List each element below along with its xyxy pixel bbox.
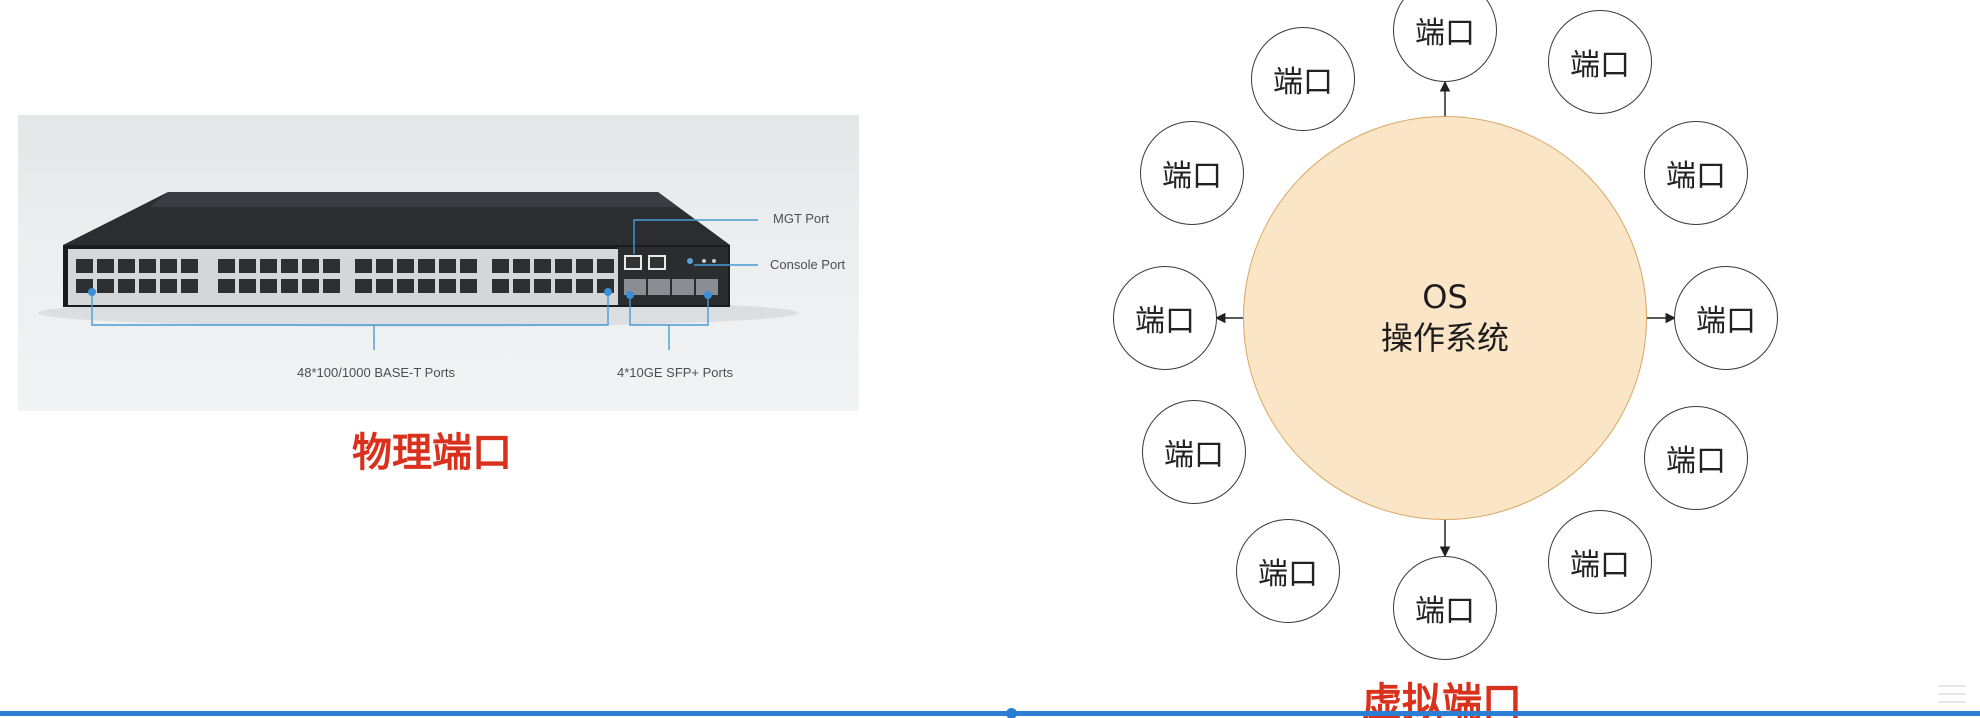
- port-node-lower-left: 端口: [1142, 400, 1246, 504]
- progress-bar[interactable]: [0, 711, 1980, 716]
- port-node-top: 端口: [1393, 0, 1497, 82]
- rj45-port: [576, 259, 593, 273]
- rj45-port: [76, 259, 93, 273]
- rj45-port: [302, 279, 319, 293]
- port-node-lower-right: 端口: [1644, 406, 1748, 510]
- progress-handle[interactable]: [1006, 708, 1017, 718]
- mgt-port-label: MGT Port: [773, 211, 830, 226]
- rj45-port: [160, 279, 177, 293]
- rj45-port: [534, 279, 551, 293]
- rj45-port: [397, 259, 414, 273]
- menu-icon[interactable]: [1934, 680, 1970, 710]
- rj45-port: [597, 259, 614, 273]
- rj45-port: [492, 259, 509, 273]
- rj45-port: [418, 259, 435, 273]
- rj45-port: [239, 279, 256, 293]
- rj45-port: [239, 259, 256, 273]
- rj45-port: [439, 279, 456, 293]
- port-node-top-left: 端口: [1251, 27, 1355, 131]
- rj45-port: [139, 259, 156, 273]
- port-node-bottom: 端口: [1393, 556, 1497, 660]
- rj45-port: [397, 279, 414, 293]
- sfp-ports-label: 4*10GE SFP+ Ports: [617, 365, 733, 380]
- port-node-left: 端口: [1113, 266, 1217, 370]
- rj45-port: [160, 259, 177, 273]
- rj45-port: [513, 279, 530, 293]
- rj45-port: [181, 259, 198, 273]
- rj45-port: [355, 259, 372, 273]
- rj45-port: [418, 279, 435, 293]
- port-node-top-right: 端口: [1548, 10, 1652, 114]
- rj45-port: [576, 279, 593, 293]
- rj45-port: [302, 259, 319, 273]
- rj45-port: [323, 279, 340, 293]
- port-node-right: 端口: [1674, 266, 1778, 370]
- rj45-port: [260, 279, 277, 293]
- rj45-port: [218, 279, 235, 293]
- rj45-port: [439, 259, 456, 273]
- rj45-port: [376, 259, 393, 273]
- rj45-port: [118, 259, 135, 273]
- port-node-upper-right: 端口: [1644, 121, 1748, 225]
- rj45-port: [118, 279, 135, 293]
- switch-photo: MGT Port Console Port 48*100/1000 BASE-T…: [18, 115, 859, 411]
- os-subtitle: 操作系统: [1380, 319, 1509, 357]
- rj45-port: [281, 259, 298, 273]
- rj45-port: [555, 259, 572, 273]
- rj45-port: [139, 279, 156, 293]
- rj45-port: [460, 259, 477, 273]
- rj45-port: [97, 259, 114, 273]
- rj45-port: [97, 279, 114, 293]
- switch-illustration: [38, 192, 798, 350]
- rj45-port: [76, 279, 93, 293]
- rj45-port: [323, 259, 340, 273]
- callout-lines: [91, 219, 758, 350]
- rj45-port: [181, 279, 198, 293]
- port-node-upper-left: 端口: [1140, 121, 1244, 225]
- rj45-port: [281, 279, 298, 293]
- port-node-bottom-left: 端口: [1236, 519, 1340, 623]
- rj45-port: [218, 259, 235, 273]
- os-circle: OS 操作系统: [1243, 116, 1647, 520]
- rj45-port: [513, 259, 530, 273]
- rj45-port: [555, 279, 572, 293]
- base-t-ports-label: 48*100/1000 BASE-T Ports: [297, 365, 456, 380]
- rj45-port: [376, 279, 393, 293]
- port-node-bottom-right: 端口: [1548, 510, 1652, 614]
- rj45-port: [460, 279, 477, 293]
- os-label: OS: [1422, 278, 1468, 316]
- console-port-label: Console Port: [770, 257, 846, 272]
- rj45-ports: [76, 259, 614, 293]
- rj45-port: [534, 259, 551, 273]
- rj45-port: [355, 279, 372, 293]
- physical-port-caption: 物理端口: [352, 430, 512, 476]
- rj45-port: [492, 279, 509, 293]
- rj45-port: [260, 259, 277, 273]
